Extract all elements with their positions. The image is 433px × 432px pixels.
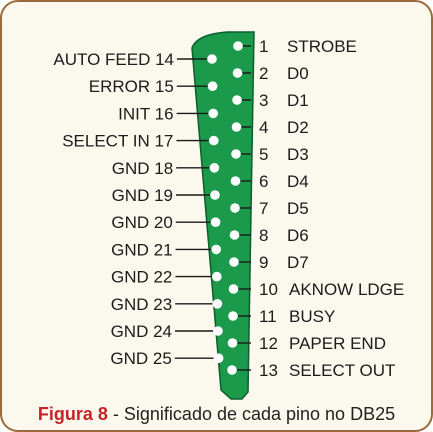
pin-4-number: 4 [259, 118, 268, 137]
pin-1-number: 1 [259, 37, 268, 56]
caption-figure-number: Figura 8 [37, 404, 108, 424]
pin-20 [210, 217, 221, 227]
pin-5-number: 5 [259, 145, 268, 164]
pin-4 [231, 122, 242, 132]
figure-caption: Figura 8 - Significado de cada pino no D… [2, 404, 431, 425]
pin-11 [228, 311, 238, 321]
pin-11-signal: BUSY [289, 307, 335, 326]
pin-3-signal: D1 [287, 91, 309, 110]
pin-6 [230, 176, 241, 186]
pin-21 [211, 244, 221, 255]
pin-7-number: 7 [259, 199, 268, 218]
pin-23 [212, 299, 223, 309]
pin-3-number: 3 [259, 91, 268, 110]
pin-15 [207, 81, 218, 91]
pin-17-label: SELECT IN 17 [62, 132, 173, 151]
pin-22 [212, 271, 222, 282]
pin-10-number: 10 [259, 280, 278, 299]
pin-12-signal: PAPER END [289, 334, 386, 353]
pin-18 [209, 163, 220, 173]
pin-16 [208, 108, 218, 119]
pin-18-label: GND 18 [112, 159, 173, 178]
pin-9-number: 9 [259, 253, 268, 272]
pin-13-number: 13 [259, 361, 278, 380]
pin-21-label: GND 21 [111, 240, 172, 259]
pin-24 [213, 326, 223, 336]
pin-23-label: GND 23 [111, 295, 172, 314]
pin-5-signal: D3 [287, 145, 309, 164]
pin-25 [213, 353, 224, 364]
pin-10-signal: AKNOW LDGE [289, 280, 404, 299]
pin-15-label: ERROR 15 [89, 77, 174, 96]
pin-13-signal: SELECT OUT [289, 361, 395, 380]
pin-9-signal: D7 [287, 253, 309, 272]
pin-1 [233, 41, 243, 51]
pin-7-signal: D5 [287, 199, 309, 218]
pin-19-label: GND 19 [112, 186, 173, 205]
pin-7 [230, 203, 240, 213]
pin-2-signal: D0 [287, 64, 309, 83]
pin-5 [231, 149, 241, 159]
caption-text: - Significado de cada pino no DB25 [107, 404, 396, 424]
pin-11-number: 11 [259, 307, 277, 326]
pin-6-signal: D4 [287, 172, 309, 191]
pin-4-signal: D2 [287, 118, 309, 137]
pin-8-number: 8 [259, 226, 268, 245]
pin-3 [232, 95, 242, 105]
pin-25-label: GND 25 [110, 349, 171, 368]
pin-8 [229, 230, 240, 240]
pin-2-number: 2 [259, 64, 268, 83]
pin-13 [227, 365, 237, 375]
db25-connector-body [191, 31, 255, 400]
pin-19 [210, 190, 220, 200]
pin-12 [227, 338, 238, 348]
pin-14-label: AUTO FEED 14 [53, 50, 174, 69]
pin-17 [209, 135, 219, 146]
pin-22-label: GND 22 [111, 268, 172, 287]
pin-9 [229, 257, 239, 267]
pin-24-label: GND 24 [111, 322, 172, 341]
pin-6-number: 6 [259, 172, 268, 191]
pin-10 [228, 284, 239, 294]
pin-2 [232, 68, 243, 78]
pin-12-number: 12 [259, 334, 278, 353]
pin-8-signal: D6 [287, 226, 309, 245]
pin-14 [207, 54, 217, 64]
pin-1-signal: STROBE [287, 37, 357, 56]
pin-20-label: GND 20 [111, 213, 172, 232]
pin-16-label: INIT 16 [118, 104, 173, 123]
